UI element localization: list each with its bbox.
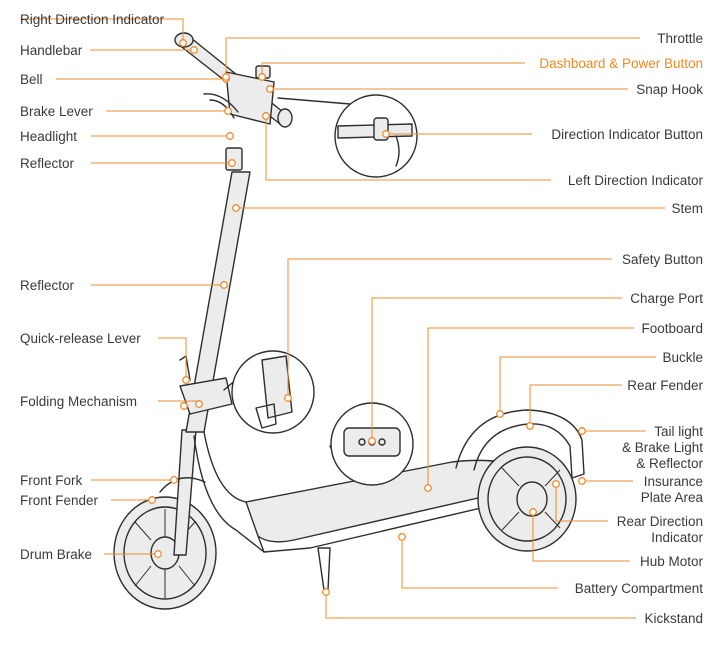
leader-safety-button: [287, 258, 612, 396]
leader-charge-port: [371, 297, 622, 438]
label-throttle: Throttle: [657, 31, 703, 46]
label-insurance-plate-area-line1: Insurance: [644, 474, 703, 489]
label-safety-button: Safety Button: [622, 252, 703, 267]
leader-footboard: [427, 327, 634, 486]
label-left-direction-indicator: Left Direction Indicator: [568, 173, 704, 188]
rear-wheel: [477, 446, 577, 552]
label-dashboard-power-button: Dashboard & Power Button: [539, 56, 703, 71]
leader-kickstand: [325, 592, 636, 619]
leader-dashboard-power-button: [261, 62, 525, 74]
right-labels: Throttle Dashboard & Power Button Snap H…: [539, 31, 703, 626]
label-folding-mechanism: Folding Mechanism: [20, 394, 137, 409]
label-brake-lever: Brake Lever: [20, 104, 93, 119]
leader-battery-compartment: [401, 537, 558, 589]
label-headlight: Headlight: [20, 129, 77, 144]
label-stem: Stem: [671, 201, 703, 216]
left-labels: Right Direction Indicator Handlebar Bell…: [20, 12, 165, 562]
label-tail-light-line3: & Reflector: [636, 456, 703, 471]
label-direction-indicator-button: Direction Indicator Button: [551, 127, 703, 142]
label-rear-direction-indicator-line1: Rear Direction: [617, 514, 703, 529]
label-reflector-top: Reflector: [20, 156, 75, 171]
label-kickstand: Kickstand: [644, 611, 703, 626]
leader-buckle: [499, 356, 656, 412]
rear-fender-shape: [455, 409, 585, 479]
label-tail-light-line1: Tail light: [654, 424, 703, 439]
zoom-handlebar: [277, 94, 418, 178]
leader-throttle: [225, 37, 640, 74]
leader-lines: [20, 18, 665, 619]
label-rear-fender: Rear Fender: [627, 378, 703, 393]
label-hub-motor: Hub Motor: [640, 554, 704, 569]
label-rear-direction-indicator-line2: Indicator: [651, 530, 703, 545]
handlebar-shape: [174, 32, 293, 171]
label-front-fender: Front Fender: [20, 493, 99, 508]
label-tail-light-line2: & Brake Light: [622, 440, 703, 455]
label-handlebar: Handlebar: [20, 43, 83, 58]
label-right-direction-indicator: Right Direction Indicator: [20, 12, 165, 27]
label-quick-release-lever: Quick-release Lever: [20, 331, 141, 346]
leader-quick-release-lever: [158, 337, 187, 378]
leader-rear-direction-indicator: [555, 486, 608, 522]
label-reflector-stem: Reflector: [20, 278, 75, 293]
label-insurance-plate-area-line2: Plate Area: [641, 490, 704, 505]
leader-left-direction-indicator: [265, 118, 551, 181]
kickstand-shape: [317, 547, 331, 591]
zoom-folding: [223, 350, 315, 434]
label-front-fork: Front Fork: [20, 473, 83, 488]
label-buckle: Buckle: [662, 350, 703, 365]
leader-rear-fender: [529, 384, 622, 424]
front-wheel: [113, 496, 217, 610]
label-bell: Bell: [20, 72, 43, 87]
scooter-illustration: [113, 32, 585, 610]
callout-dots: [148, 39, 586, 596]
label-charge-port: Charge Port: [630, 291, 703, 306]
leader-hub-motor: [532, 514, 630, 562]
leader-right-direction-indicator: [20, 18, 184, 40]
label-battery-compartment: Battery Compartment: [575, 581, 704, 596]
label-drum-brake: Drum Brake: [20, 547, 92, 562]
label-footboard: Footboard: [641, 321, 703, 336]
label-snap-hook: Snap Hook: [636, 82, 703, 97]
